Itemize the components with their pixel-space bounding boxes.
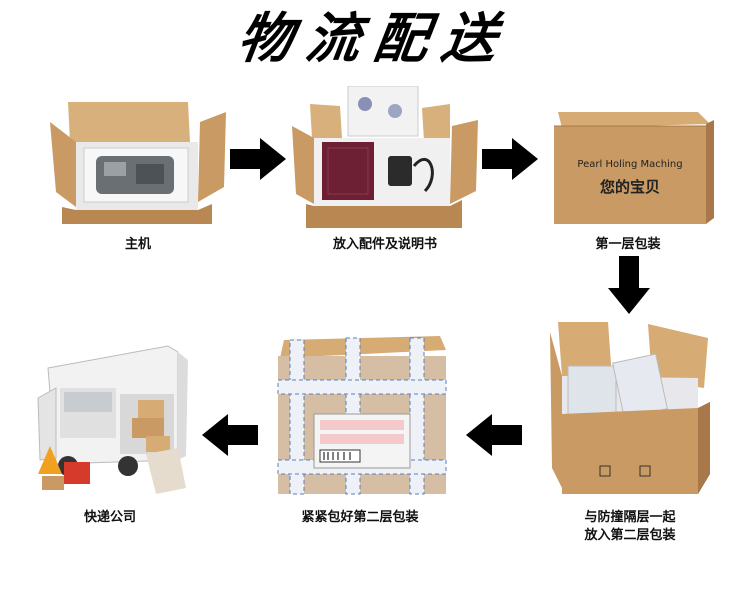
step-main-unit-caption: 主机 [124, 237, 151, 252]
right-arrow-icon [482, 138, 538, 180]
left-arrow-icon [202, 414, 258, 456]
step-first-layer-caption: 第一层包装 [595, 237, 661, 252]
step-main-unit-image [48, 92, 228, 227]
step-wrapped-box-caption: 紧紧包好第二层包装 [301, 510, 419, 525]
step-accessories-caption: 放入配件及说明书 [332, 237, 437, 252]
box-brand-text: Pearl Holing Maching [577, 159, 683, 170]
step-courier-caption: 快递公司 [83, 510, 136, 525]
step-first-layer-image: Pearl Holing Maching 您的宝贝 [548, 106, 716, 228]
step-accessories-image [290, 86, 480, 230]
step-second-layer-caption-line2: 放入第二层包装 [584, 528, 676, 543]
right-arrow-icon [230, 138, 286, 180]
page-title: 物流配送 [233, 6, 515, 70]
step-courier-image [28, 338, 193, 498]
box-label-text: 您的宝贝 [599, 178, 660, 196]
step-wrapped-box-image [270, 330, 450, 500]
step-second-layer-caption-line1: 与防撞隔层一起 [584, 510, 676, 525]
down-arrow-icon [608, 256, 650, 314]
left-arrow-icon [466, 414, 522, 456]
step-second-layer-image [548, 318, 713, 494]
